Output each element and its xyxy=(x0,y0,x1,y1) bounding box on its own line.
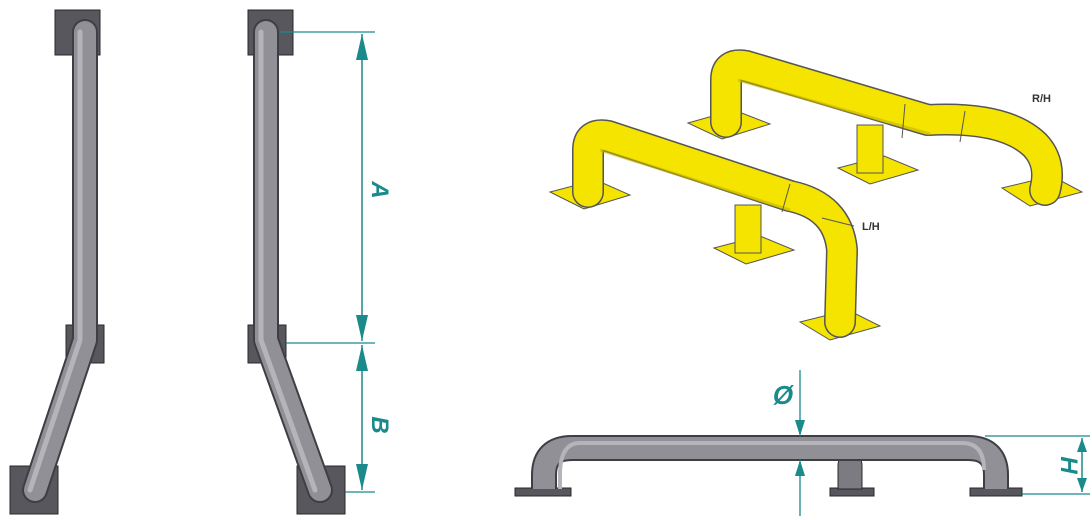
diameter-label: Ø xyxy=(773,380,795,410)
rail-tube-body xyxy=(24,21,96,501)
elevation-view: Ø H xyxy=(514,370,1090,516)
middle-post xyxy=(734,204,762,254)
arrowhead-b-bottom xyxy=(356,464,368,490)
rail-tube-highlight xyxy=(27,29,83,493)
label-left-hand: L/H xyxy=(862,221,880,233)
base-plate-right xyxy=(969,487,1023,497)
rail-tube-highlight xyxy=(258,29,318,493)
rail-highlight xyxy=(558,441,986,489)
dimension-label-a: A xyxy=(366,180,393,198)
rail-body xyxy=(573,120,857,337)
dimension-label-b: B xyxy=(366,416,393,433)
guard-left-hand: L/H xyxy=(548,119,882,341)
label-right-hand: R/H xyxy=(1032,93,1051,105)
rail-seam xyxy=(959,110,966,143)
middle-post xyxy=(856,124,884,174)
height-arrowhead-bottom xyxy=(1077,478,1087,492)
rail-shade xyxy=(737,78,931,136)
rail-seam xyxy=(901,103,906,139)
base-plate-left xyxy=(514,487,572,497)
rail-body xyxy=(711,50,1062,205)
arrowhead-b-top xyxy=(356,345,368,371)
plan-view-left xyxy=(9,9,105,515)
rail-seam xyxy=(821,217,855,227)
rail-body xyxy=(533,437,1007,489)
arrowhead-a-top xyxy=(356,34,368,60)
isometric-view: R/H L/H xyxy=(548,49,1084,341)
rail-seam xyxy=(781,183,791,213)
diameter-arrowhead-bottom xyxy=(795,460,805,476)
height-arrowhead-top xyxy=(1077,438,1087,452)
diameter-arrowhead-top xyxy=(795,420,805,436)
rail-shade xyxy=(599,148,791,212)
arrowhead-a-bottom xyxy=(356,315,368,341)
height-label: H xyxy=(1055,456,1082,474)
rail-tube-body xyxy=(255,21,331,501)
plan-view-dimensioned: A B xyxy=(247,9,393,515)
guard-right-hand: R/H xyxy=(686,49,1084,207)
